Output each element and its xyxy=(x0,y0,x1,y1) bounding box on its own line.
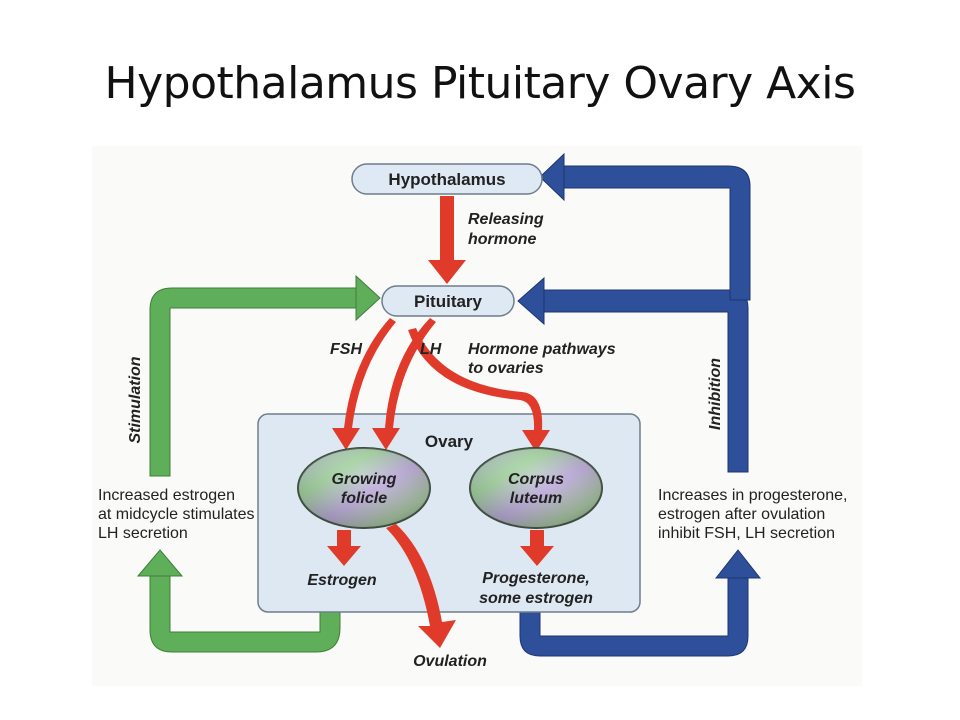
pituitary-label: Pituitary xyxy=(414,292,483,311)
growing-follicle-label-1: Growing xyxy=(332,471,397,488)
fsh-arrow xyxy=(332,318,396,450)
ovulation-arrow xyxy=(386,524,456,648)
releasing-hormone-label-2: hormone xyxy=(468,231,537,248)
progesterone-label-2: some estrogen xyxy=(479,590,593,607)
stimulation-loop xyxy=(136,274,381,653)
releasing-hormone-arrow xyxy=(428,196,466,284)
ovary-label: Ovary xyxy=(425,432,474,451)
pituitary-node xyxy=(381,285,515,317)
estrogen-label: Estrogen xyxy=(307,572,377,589)
stimulation-label: Stimulation xyxy=(127,356,144,443)
page-title: Hypothalamus Pituitary Ovary Axis xyxy=(104,58,856,109)
inhibition-loop xyxy=(517,152,762,657)
corpus-luteum-label-2: luteum xyxy=(510,490,562,507)
releasing-hormone-label-1: Releasing xyxy=(468,211,544,228)
stimulation-note-1: Increased estrogen xyxy=(98,487,235,504)
growing-follicle-label-2: folicle xyxy=(341,490,387,507)
hypothalamus-node xyxy=(351,163,543,195)
fsh-label: FSH xyxy=(330,341,362,358)
stimulation-note-2: at midcycle stimulates xyxy=(98,506,255,523)
corpus-luteum-label-1: Corpus xyxy=(508,471,564,488)
estrogen-arrow xyxy=(327,530,361,566)
inhibition-label: Inhibition xyxy=(707,358,724,430)
hormone-pathways-label-1: Hormone pathways xyxy=(468,341,616,358)
hormone-arrows xyxy=(327,196,554,648)
inhibition-note-3: inhibit FSH, LH secretion xyxy=(658,525,835,542)
hormone-pathways-label-2: to ovaries xyxy=(468,360,544,377)
stimulation-note-3: LH secretion xyxy=(98,525,188,542)
lh-corpus-arrow xyxy=(408,328,550,452)
inhibition-note-2: estrogen after ovulation xyxy=(658,506,825,523)
progesterone-arrow xyxy=(520,530,554,566)
progesterone-label-1: Progesterone, xyxy=(482,570,590,587)
lh-follicle-arrow xyxy=(372,318,436,450)
inhibition-note-1: Increases in progesterone, xyxy=(658,487,847,504)
ovulation-label: Ovulation xyxy=(413,653,487,670)
hypothalamus-label: Hypothalamus xyxy=(388,170,505,189)
lh-label: LH xyxy=(420,341,442,358)
